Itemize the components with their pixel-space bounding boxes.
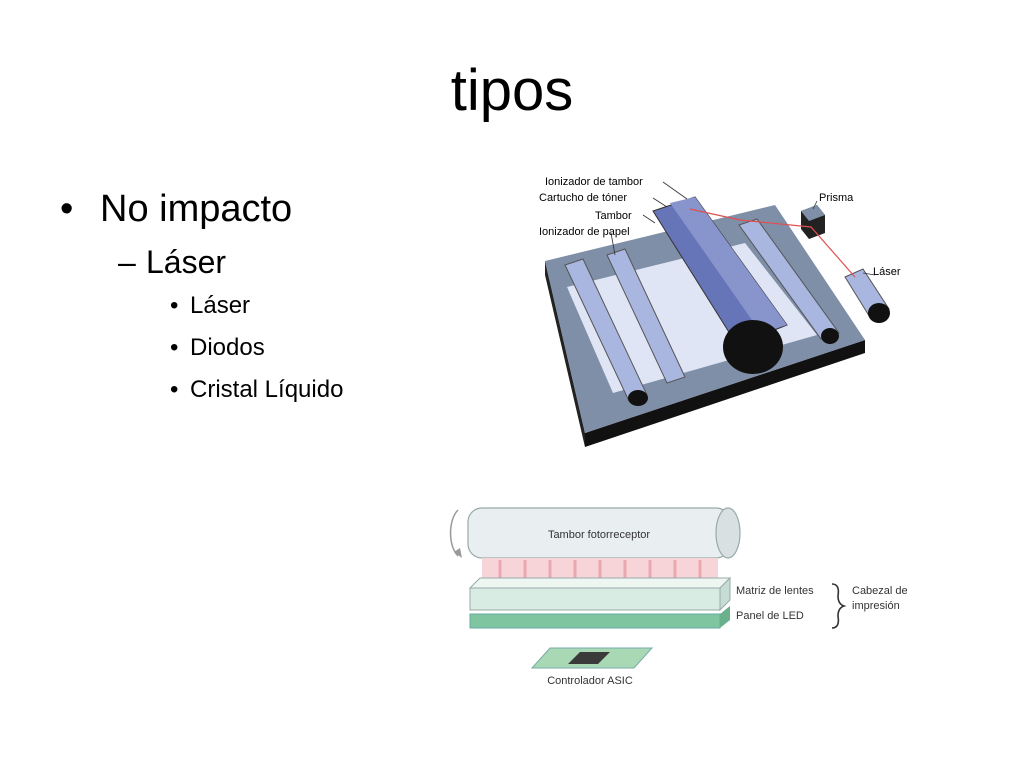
label-laser: Láser [873,266,901,278]
brace-icon [831,583,847,629]
roller-end [821,328,839,344]
bullet-text: Láser [146,244,227,280]
leader-line [642,214,656,224]
label-drum: Tambor [595,210,632,222]
label-controller: Controlador ASIC [547,675,633,687]
label-print-head-wrap: Cabezal de impresión [852,585,908,612]
lens-array-top [468,577,732,589]
bullet-marker: • [170,376,179,403]
laser-lens [868,303,890,323]
leader-line [610,232,616,256]
drum-highlight [670,197,787,333]
bullet-text: No impacto [100,188,293,230]
label-prism: Prisma [819,192,854,204]
label-print-head: Cabezal de impresión [852,585,908,612]
slide-title: tipos [450,58,574,123]
leader-line [862,272,876,276]
led-printer-diagram: Tambor fotorreceptor Controlador ASIC Ma… [449,507,908,687]
label-toner-cartridge: Cartucho de tóner [539,192,627,204]
label-photoreceptor-drum: Tambor fotorreceptor [548,529,650,541]
bullet-marker: • [60,188,74,230]
drum-end [723,320,783,374]
drum-end [715,507,741,559]
leader-line [652,197,668,208]
led-panel [469,613,721,629]
bullet-text: Diodos [190,334,265,361]
rotation-arrow-icon [449,509,459,557]
roller-end [628,390,648,406]
toner-bar [606,248,686,384]
leader-line [662,181,688,200]
bullet-text: Láser [190,292,251,319]
lens-array [469,587,721,611]
label-led-panel: Panel de LED [736,610,804,622]
label-paper-ionizer: Ionizador de papel [539,226,630,238]
bullet-text: Cristal Líquido [190,376,344,403]
prism-top [801,205,825,221]
asic-chip [568,652,610,664]
base-front-edge [585,340,865,447]
laser-printer-diagram: Ionizador de tambor Cartucho de tóner Ta… [539,176,901,447]
laser-beam [689,208,856,278]
led-panel-side [720,606,730,628]
lens-array-side [719,576,731,612]
bullet-marker: • [170,334,179,361]
arrow-head-icon [454,548,462,558]
base-side-edge [545,261,585,447]
bullet-marker: • [170,292,179,319]
bullet-dash-marker: – [118,244,136,280]
label-lens-array: Matriz de lentes [736,585,814,597]
label-drum-ionizer: Ionizador de tambor [545,176,643,188]
leader-line [812,200,818,210]
